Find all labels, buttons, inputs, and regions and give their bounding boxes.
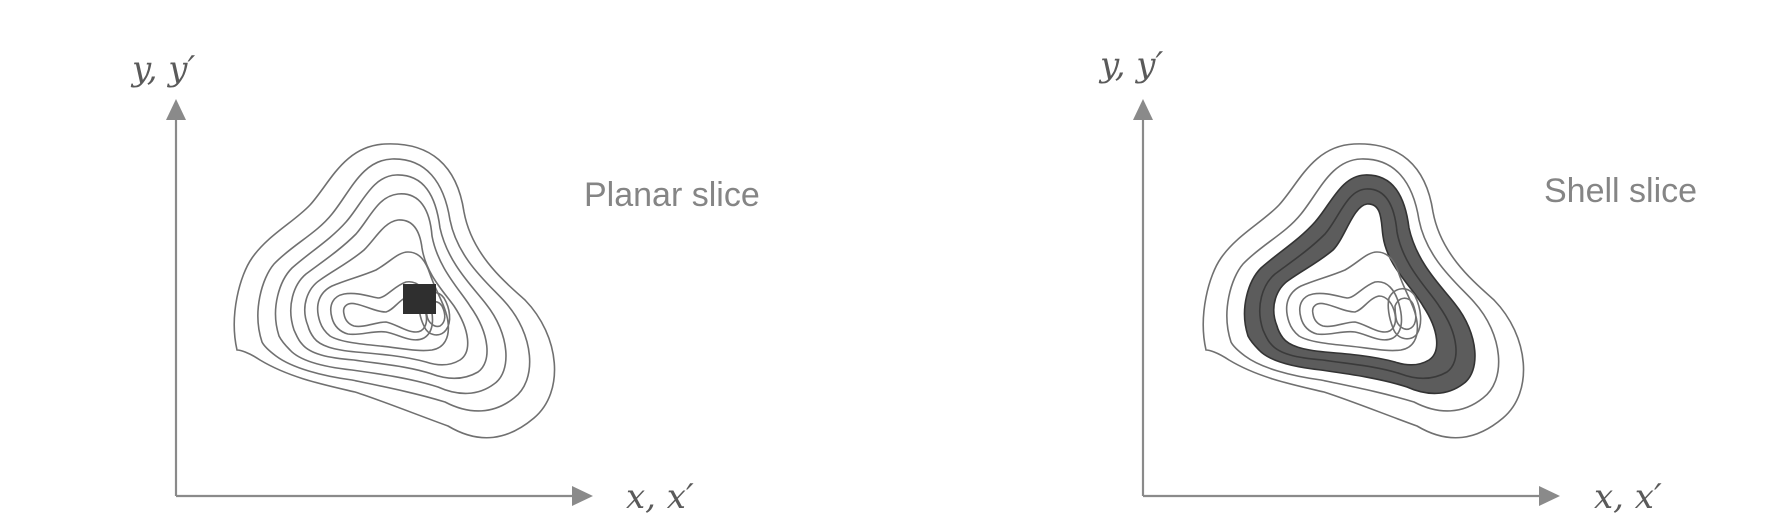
shell-contour-7 — [1298, 280, 1403, 341]
shell-slice-band — [1243, 174, 1476, 395]
planar-slice-block — [403, 284, 436, 314]
planar-x-axis-arrow — [572, 486, 593, 506]
planar-x-axis-label: x, x′ — [626, 477, 694, 517]
planar-contours — [233, 143, 556, 439]
planar-y-axis-label: y, y′ — [130, 49, 196, 89]
planar-contour-6 — [316, 251, 450, 352]
planar-title: Planar slice — [584, 176, 760, 214]
shell-contour-8 — [1311, 295, 1397, 333]
planar-y-axis-arrow — [166, 99, 186, 120]
shell-contour-2 — [1226, 158, 1500, 412]
shell-contours — [1202, 143, 1525, 439]
shell-contour-4 — [1259, 188, 1457, 380]
shell-contour-9 — [1387, 287, 1422, 340]
planar-contour-4 — [290, 193, 488, 380]
planar-contour-5 — [304, 219, 469, 366]
planar-contour-3 — [274, 174, 507, 395]
planar-panel: y, y′ x, x′ Planar slice — [130, 49, 760, 517]
shell-contour-1 — [1202, 143, 1525, 439]
shell-contour-10 — [1394, 297, 1417, 331]
planar-contour-2 — [257, 158, 531, 412]
shell-x-axis-label: x, x′ — [1594, 477, 1662, 517]
planar-contour-1 — [233, 143, 556, 439]
shell-x-axis-arrow — [1539, 486, 1560, 506]
shell-axes — [1133, 99, 1560, 506]
shell-title: Shell slice — [1544, 172, 1697, 210]
shell-y-axis-arrow — [1133, 99, 1153, 120]
shell-y-axis-label: y, y′ — [1098, 45, 1164, 85]
planar-axes — [166, 99, 593, 506]
shell-panel: y, y′ x, x′ Shell slice — [1098, 45, 1697, 517]
planar-contour-9 — [418, 291, 451, 336]
